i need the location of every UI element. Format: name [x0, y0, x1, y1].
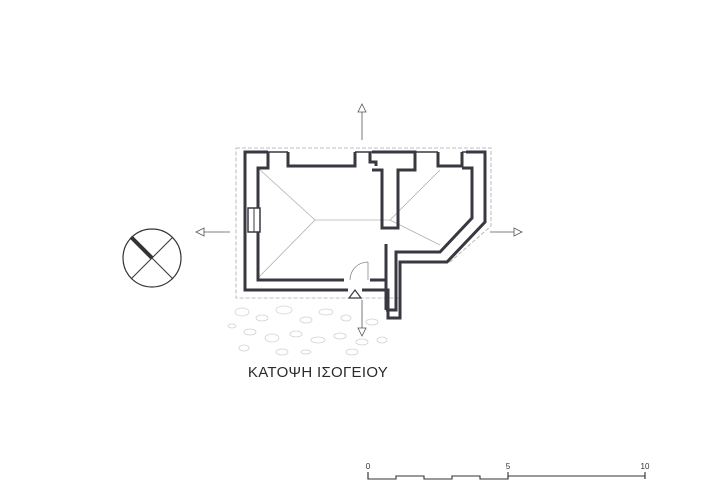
rubble-hatch [227, 305, 388, 356]
scale-bar [367, 472, 646, 480]
north-arrow-icon [122, 228, 182, 288]
entrance-arrow-icon [347, 289, 363, 299]
walls [243, 150, 487, 320]
scale-label-5: 5 [505, 462, 511, 471]
roof-outline [235, 147, 492, 299]
entrance-door [349, 261, 369, 281]
drawing-title: ΚΑΤΟΨΗ ΙΣΟΓΕΙΟΥ [247, 364, 389, 381]
scale-label-0: 0 [365, 462, 371, 471]
scale-label-10: 10 [640, 462, 650, 471]
section-markers [195, 103, 523, 337]
